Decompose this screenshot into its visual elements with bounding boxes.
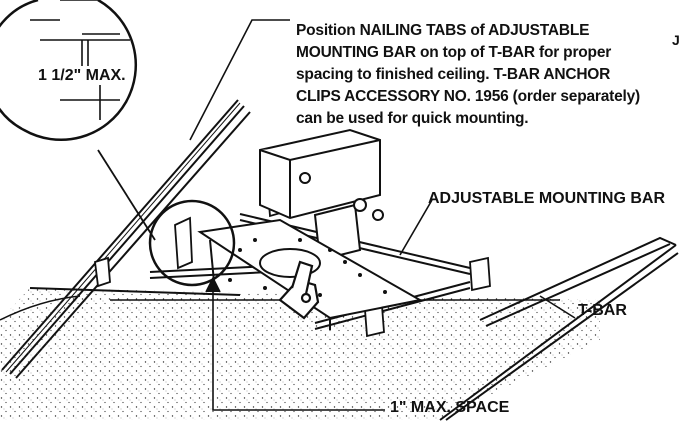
mounting-bar-label: ADJUSTABLE MOUNTING BAR	[428, 190, 666, 207]
ceiling-surface	[0, 287, 600, 420]
detail-leader-line	[97, 149, 156, 241]
note-line: CLIPS ACCESSORY NO. 1956 (order separate…	[296, 88, 641, 105]
nailing-tabs-note: Position NAILING TABS of ADJUSTABLE MOUN…	[296, 20, 680, 130]
detail-max-label: 1 1/2" MAX.	[36, 67, 128, 85]
max-space-label: 1" MAX. SPACE	[390, 399, 510, 416]
t-bar-label: T-BAR	[578, 302, 627, 319]
mounting-bracket	[278, 260, 320, 320]
note-line: spacing to finished ceiling. T-BAR ANCHO…	[296, 66, 611, 83]
note-line: MOUNTING BAR on top of T-BAR for proper	[296, 44, 612, 61]
inset-detail	[0, 0, 138, 141]
edge-fragment: J	[672, 32, 680, 48]
junction-box	[259, 128, 384, 262]
note-line: can be used for quick mounting.	[296, 110, 529, 127]
right-t-bar	[439, 236, 679, 421]
note-line: Position NAILING TABS of ADJUSTABLE	[296, 22, 590, 39]
detail-circle	[148, 199, 236, 287]
callout-leaders	[189, 19, 576, 411]
plate-perforations	[228, 238, 387, 297]
